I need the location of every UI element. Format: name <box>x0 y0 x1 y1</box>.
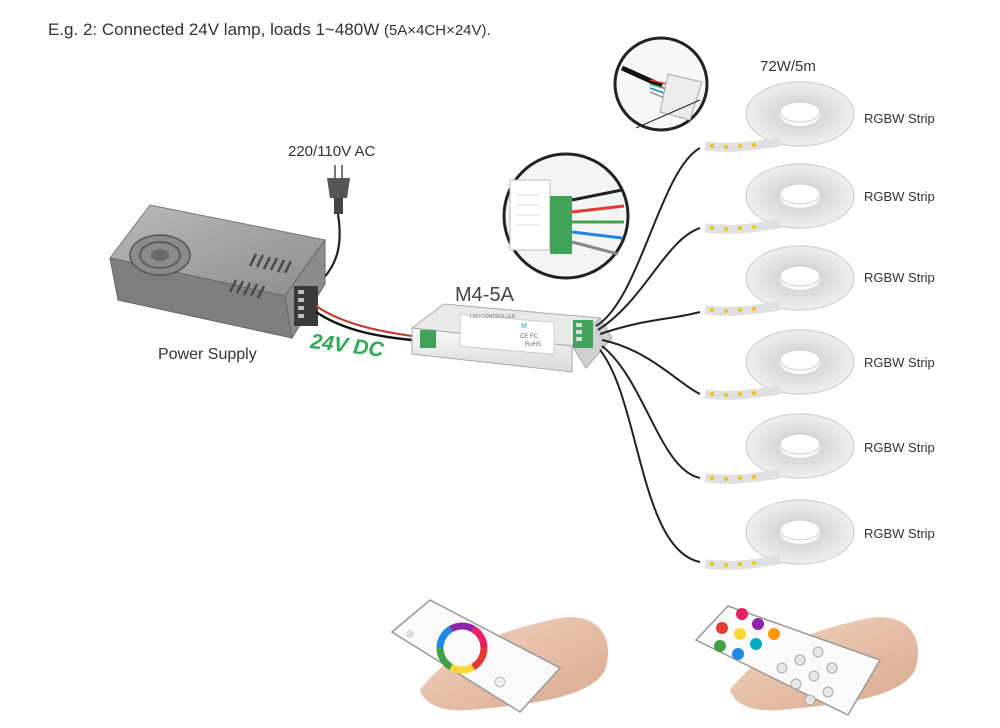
strip-label: RGBW Strip <box>864 440 935 455</box>
strip-label: RGBW Strip <box>864 111 935 126</box>
svg-text:LED CONTROLLER: LED CONTROLLER <box>470 314 516 320</box>
strip-label: RGBW Strip <box>864 270 935 285</box>
led-reel-icon <box>704 245 855 316</box>
led-reel-icon <box>704 329 855 400</box>
strip-label: RGBW Strip <box>864 189 935 204</box>
ac-input-label: 220/110V AC <box>288 143 376 160</box>
vent-slots <box>228 253 293 299</box>
strip-power-label: 72W/5m <box>760 58 816 75</box>
ce-mark: CE FC <box>520 334 539 340</box>
led-reel-icon <box>704 499 855 570</box>
wiring-detail-zoom <box>502 152 630 280</box>
plug-icon <box>327 165 350 214</box>
diagram-caption: E.g. 2: Connected 24V lamp, loads 1~480W… <box>48 20 491 40</box>
led-reel-icon <box>704 81 855 152</box>
color-keys <box>714 608 780 660</box>
led-strips <box>704 81 855 570</box>
dc-cable <box>315 305 413 342</box>
strip-label: RGBW Strip <box>864 526 935 541</box>
psu-terminal-block <box>294 286 318 326</box>
power-supply-label: Power Supply <box>158 346 257 363</box>
controller-model-label: M4-5A <box>455 284 514 306</box>
color-wheel-icon <box>436 622 488 674</box>
strip-connector-zoom <box>613 36 709 132</box>
rf-remote-keypad <box>694 605 918 716</box>
fan-grille-icon <box>129 234 191 276</box>
led-reel-icon <box>704 413 855 484</box>
svg-text:M: M <box>521 323 527 330</box>
function-keys <box>776 646 838 706</box>
output-wires <box>595 147 701 563</box>
rohs-mark: RoHS <box>525 342 541 348</box>
led-reel-icon <box>704 163 855 234</box>
strip-label: RGBW Strip <box>864 355 935 370</box>
controller-unit: LED CONTROLLER M CE FC RoHS <box>410 303 613 373</box>
caption-main: E.g. 2: Connected 24V lamp, loads 1~480W <box>48 20 384 39</box>
rf-remote-touch <box>390 599 608 713</box>
power-supply-unit <box>109 204 326 340</box>
input-terminal <box>420 330 436 348</box>
caption-note: (5A×4CH×24V). <box>383 22 491 39</box>
